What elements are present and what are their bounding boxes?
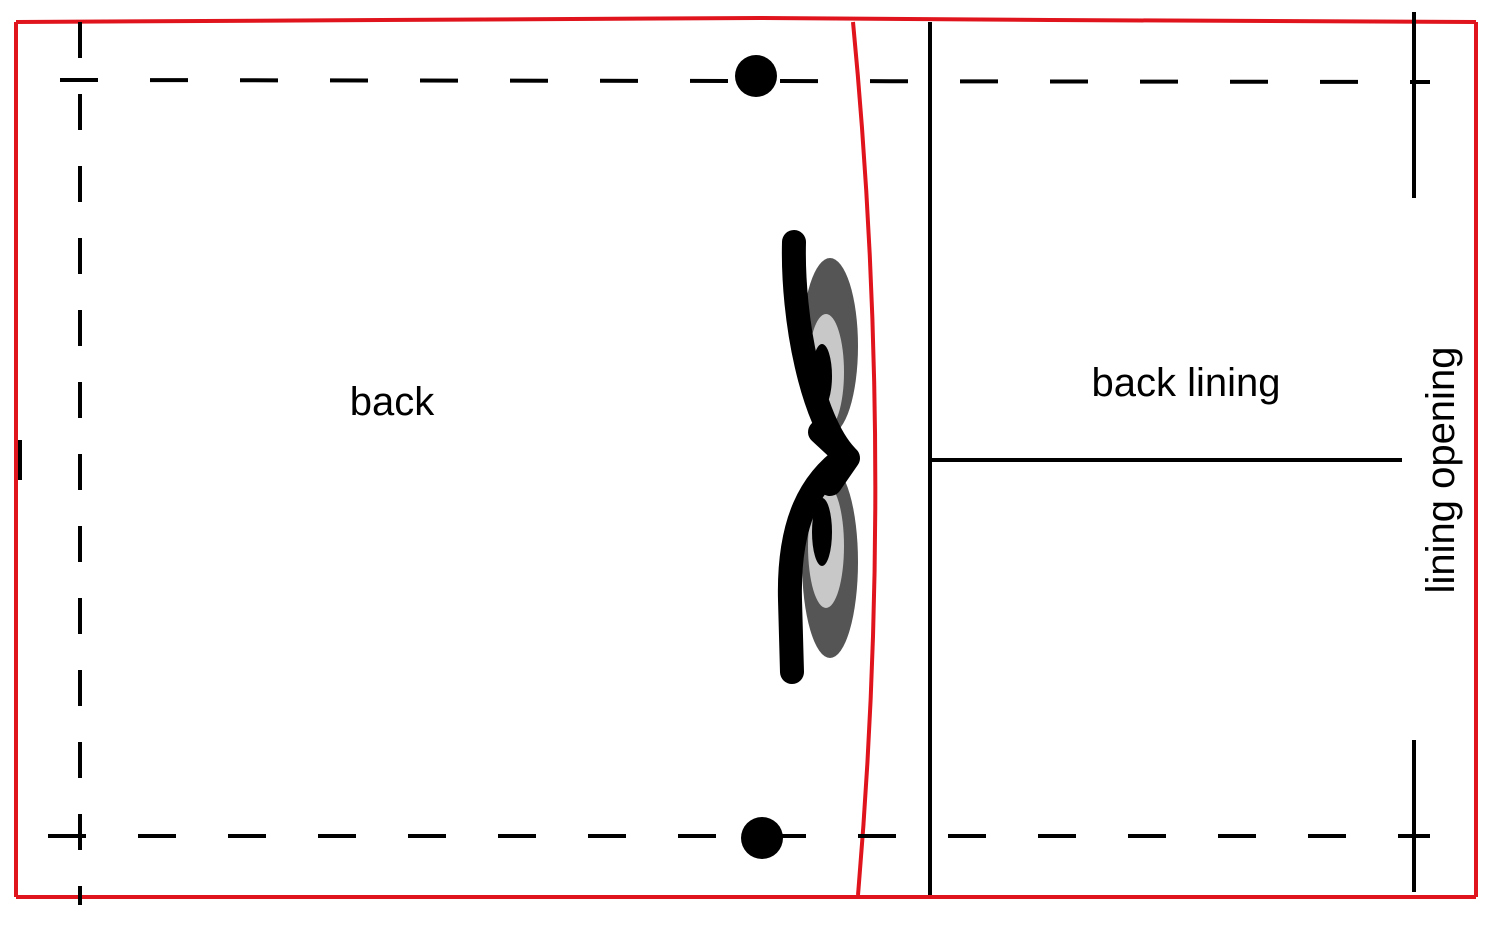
label-lining-opening: lining opening	[1419, 347, 1463, 594]
zipper-wire-tip	[808, 420, 860, 496]
zipper-icon	[777, 230, 860, 684]
cut-outline	[14, 15, 1478, 899]
dot-marker-bottom	[741, 817, 783, 859]
outline-top-edge	[15, 15, 1477, 24]
label-back: back	[350, 380, 435, 424]
lining-lines	[928, 12, 1416, 895]
zipper-lower-hole	[812, 498, 832, 566]
dot-marker-top	[735, 55, 777, 97]
seam-lines	[48, 22, 1431, 905]
label-back-lining: back lining	[1091, 361, 1280, 405]
back-curved-edge	[851, 21, 878, 896]
